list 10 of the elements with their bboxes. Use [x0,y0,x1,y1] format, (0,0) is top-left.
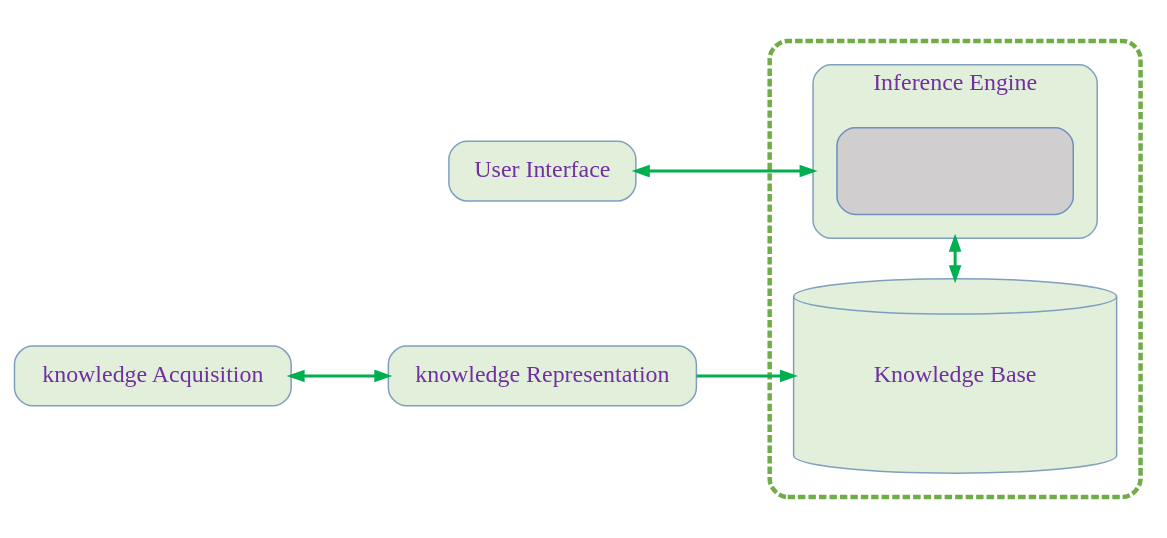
node-box [836,126,1074,216]
cluster: Inference Engine [812,64,1098,240]
arrow [948,233,962,284]
node-box: User Interface [448,140,637,202]
arrow [631,164,818,178]
cluster [767,38,1143,500]
node-box: knowledge Acquisition [13,345,292,407]
arrow [286,369,393,383]
node-box: knowledge Representation [387,345,698,407]
arrow [696,369,798,383]
